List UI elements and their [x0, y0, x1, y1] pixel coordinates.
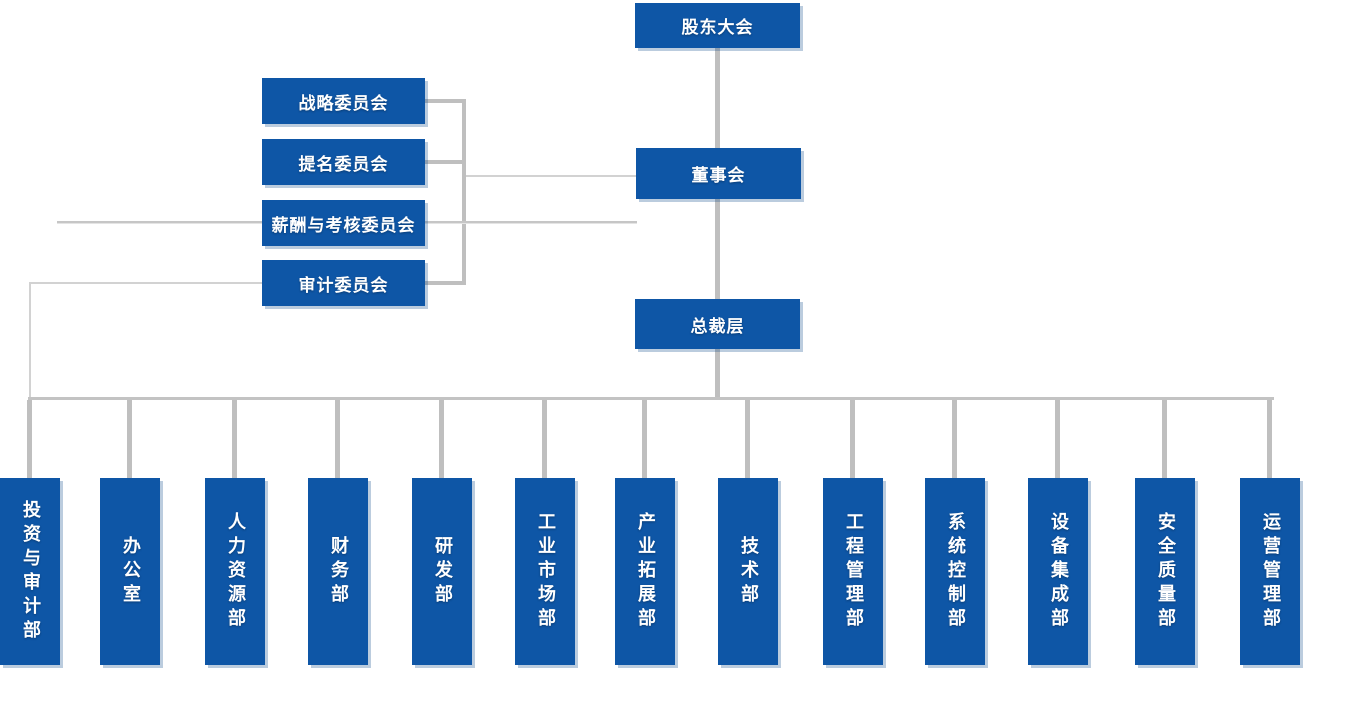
node-label: 办公室 — [120, 535, 141, 608]
node-committee-remuneration-assessment: 薪酬与考核委员会 — [262, 200, 425, 246]
node-label: 提名委员会 — [298, 154, 389, 175]
connector-drop-dept-5 — [439, 400, 444, 478]
connector-department-distribution — [28, 397, 1274, 400]
node-label: 董事会 — [691, 166, 746, 186]
connector-board-president — [715, 199, 720, 299]
node-committee-strategy: 战略委员会 — [262, 78, 425, 124]
connector-drop-dept-13 — [1267, 400, 1272, 478]
node-committee-audit: 审计委员会 — [262, 260, 425, 306]
node-board-of-directors: 董事会 — [636, 148, 801, 199]
node-label: 战略委员会 — [298, 93, 389, 114]
connector-drop-dept-1 — [27, 400, 32, 478]
node-label: 薪酬与考核委员会 — [271, 215, 416, 236]
node-dept-equipment-integration: 设备集成部 — [1028, 478, 1088, 665]
node-dept-finance: 财务部 — [308, 478, 368, 665]
node-label: 研发部 — [432, 535, 453, 608]
node-label: 总裁层 — [690, 316, 745, 337]
node-label: 安全质量部 — [1155, 511, 1176, 632]
connector-stub-audit — [425, 281, 465, 285]
node-dept-investment-audit: 投资与审计部 — [0, 478, 60, 665]
node-label: 产业拓展部 — [635, 511, 656, 632]
connector-shareholders-board — [715, 48, 720, 148]
connector-drop-dept-10 — [952, 400, 957, 478]
node-label: 财务部 — [328, 535, 349, 608]
node-label: 设备集成部 — [1048, 511, 1069, 632]
node-label: 工程管理部 — [843, 511, 864, 632]
node-label: 运营管理部 — [1260, 511, 1281, 632]
connector-president-trunk — [715, 349, 720, 399]
node-dept-human-resources: 人力资源部 — [205, 478, 265, 665]
connector-drop-dept-3 — [232, 400, 237, 478]
connector-drop-dept-12 — [1162, 400, 1167, 478]
connector-audit-left-horizontal — [29, 282, 262, 284]
node-label: 审计委员会 — [298, 275, 389, 296]
connector-drop-dept-8 — [745, 400, 750, 478]
node-dept-industrial-market: 工业市场部 — [515, 478, 575, 665]
node-dept-operations-management: 运营管理部 — [1240, 478, 1300, 665]
connector-drop-dept-4 — [335, 400, 340, 478]
node-dept-technology: 技术部 — [718, 478, 778, 665]
connector-drop-dept-7 — [642, 400, 647, 478]
node-dept-safety-quality: 安全质量部 — [1135, 478, 1195, 665]
node-label: 投资与审计部 — [20, 499, 41, 644]
node-shareholders-meeting: 股东大会 — [635, 3, 800, 48]
connector-committee-bus — [462, 99, 466, 285]
node-dept-system-control: 系统控制部 — [925, 478, 985, 665]
connector-stub-nomination — [425, 160, 465, 164]
node-label: 工业市场部 — [535, 511, 556, 632]
node-dept-industry-expansion: 产业拓展部 — [615, 478, 675, 665]
node-dept-research-development: 研发部 — [412, 478, 472, 665]
connector-drop-dept-2 — [127, 400, 132, 478]
connector-audit-left-vertical — [29, 282, 31, 399]
node-committee-nomination: 提名委员会 — [262, 139, 425, 185]
node-president-level: 总裁层 — [635, 299, 800, 349]
node-label: 技术部 — [738, 535, 759, 608]
node-label: 人力资源部 — [225, 511, 246, 632]
node-dept-office: 办公室 — [100, 478, 160, 665]
node-label: 股东大会 — [681, 18, 754, 38]
connector-bus-board — [466, 175, 636, 177]
connector-drop-dept-11 — [1055, 400, 1060, 478]
node-label: 系统控制部 — [945, 511, 966, 632]
connector-drop-dept-6 — [542, 400, 547, 478]
connector-drop-dept-9 — [850, 400, 855, 478]
connector-stub-strategy — [425, 99, 465, 103]
node-dept-engineering-management: 工程管理部 — [823, 478, 883, 665]
